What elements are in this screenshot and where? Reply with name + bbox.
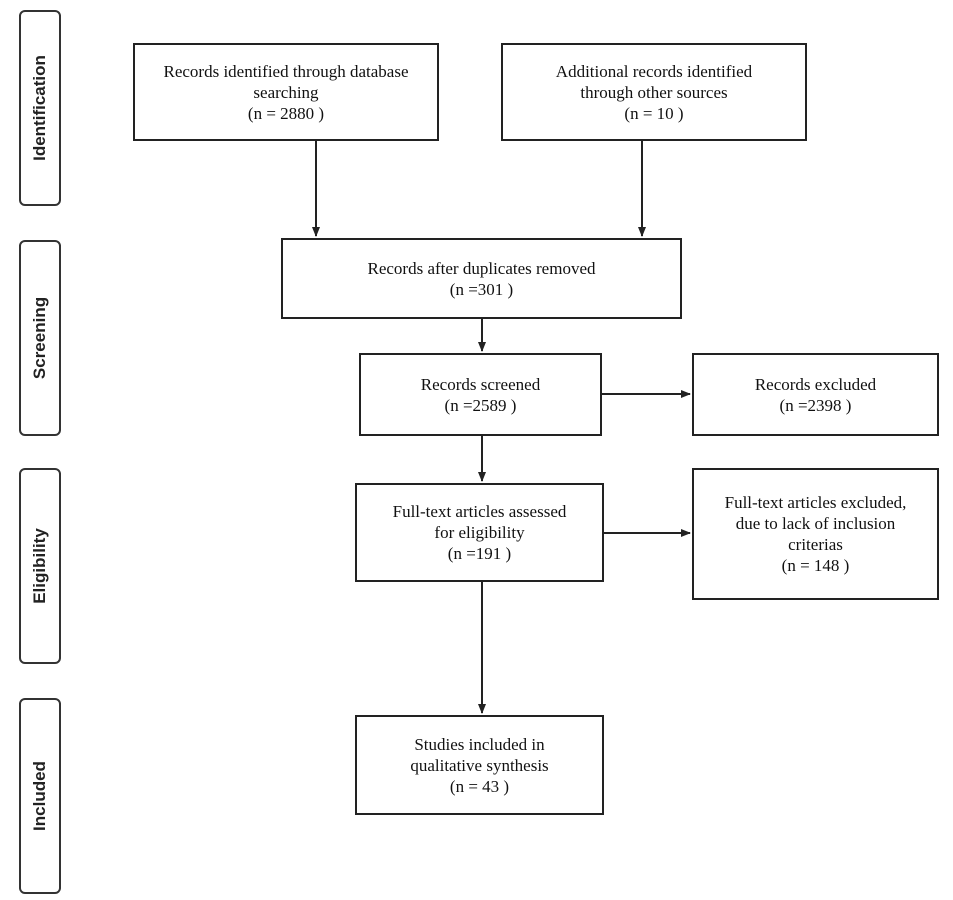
box-duplicates-removed: Records after duplicates removed (n =301… <box>281 238 682 319</box>
box-excluded-count: (n =2398 ) <box>779 395 852 415</box>
box-screened-count: (n =2589 ) <box>444 395 517 415</box>
box-fulltext-excluded-line1: Full-text articles excluded, <box>724 493 907 512</box>
box-records-excluded: Records excluded (n =2398 ) <box>692 353 939 436</box>
box-duplicates-count: (n =301 ) <box>449 279 514 299</box>
box-database-line2: searching <box>253 82 319 102</box>
box-included-count: (n = 43 ) <box>449 776 510 796</box>
box-fulltext-line2: for eligibility <box>434 523 525 542</box>
box-fulltext-count: (n =191 ) <box>447 544 512 563</box>
box-screened-line1: Records screened <box>420 374 541 394</box>
box-other-sources: Additional records identified through ot… <box>501 43 807 141</box>
box-included-line1: Studies included in <box>414 734 545 754</box>
phase-eligibility: Eligibility <box>19 468 61 664</box>
box-included-line2: qualitative synthesis <box>410 755 549 775</box>
box-other-count: (n = 10 ) <box>624 103 684 123</box>
box-records-screened: Records screened (n =2589 ) <box>359 353 602 436</box>
box-fulltext-excluded-count: (n = 148 ) <box>781 556 850 575</box>
box-excluded-line1: Records excluded <box>754 374 877 394</box>
box-other-line2: through other sources <box>580 82 728 102</box>
phase-screening: Screening <box>19 240 61 436</box>
box-database-count: (n = 2880 ) <box>247 103 325 123</box>
box-database-records: Records identified through database sear… <box>133 43 439 141</box>
box-fulltext-excluded-line2: due to lack of inclusion <box>735 514 896 533</box>
box-database-line1: Records identified through database <box>163 61 409 81</box>
box-included-studies: Studies included in qualitative synthesi… <box>355 715 604 815</box>
box-fulltext-excluded: Full-text articles excluded, due to lack… <box>692 468 939 600</box>
box-fulltext-excluded-line3: criterias <box>788 535 843 554</box>
phase-identification: Identification <box>19 10 61 206</box>
box-fulltext-line1: Full-text articles assessed <box>392 502 567 521</box>
phase-included: Included <box>19 698 61 894</box>
box-fulltext-assessed: Full-text articles assessed for eligibil… <box>355 483 604 582</box>
box-duplicates-line1: Records after duplicates removed <box>367 258 596 278</box>
box-other-line1: Additional records identified <box>555 61 753 81</box>
